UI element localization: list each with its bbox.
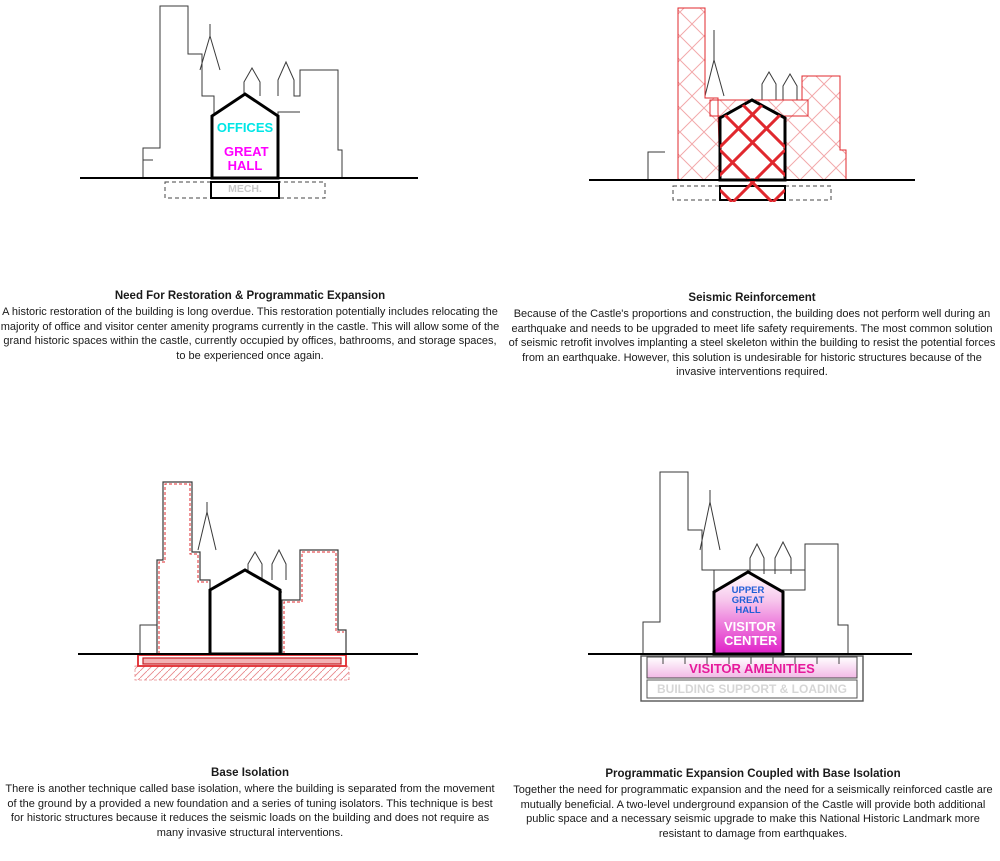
castle-diagram-expansion xyxy=(588,471,912,702)
castle-diagram-base-isolation xyxy=(78,481,418,681)
caption-restoration: Need For Restoration & Programmatic Expa… xyxy=(0,290,500,363)
isolator-columns xyxy=(662,657,840,664)
right-tower-outline xyxy=(277,60,343,178)
left-annex-outline xyxy=(647,151,665,180)
middle-spire-outline xyxy=(749,542,765,574)
visitor-center-label: VISITOR CENTER xyxy=(724,619,778,648)
building-support-level xyxy=(646,679,858,699)
middle-spire-outline xyxy=(247,551,263,580)
left-spire-outline xyxy=(199,24,221,71)
caption-title: Programmatic Expansion Coupled with Base… xyxy=(605,768,901,780)
left-spire-outline xyxy=(704,30,725,97)
left-spire-outline xyxy=(699,490,721,551)
right-tower-red-trace xyxy=(283,551,344,654)
building-support-label: BUILDING SUPPORT & LOADING xyxy=(656,682,847,696)
mech-box xyxy=(210,181,280,199)
great-hall-label: GREAT HALL xyxy=(224,144,269,173)
right-tower-outline xyxy=(702,543,849,654)
caption-body: There is another technique called base i… xyxy=(5,783,495,839)
isolated-foundation-hatch xyxy=(134,665,350,681)
panel-restoration: OFFICES GREAT HALL MECH. Need For Restor… xyxy=(0,0,500,380)
right-spire-outline xyxy=(782,73,798,100)
caption-seismic-reinforcement: Seismic Reinforcement Because of the Cas… xyxy=(506,292,998,380)
small-annex-outline xyxy=(142,159,153,178)
caption-body: Because of the Castle's proportions and … xyxy=(508,308,996,378)
castle-diagram-restoration xyxy=(80,5,418,199)
left-tower-outline xyxy=(142,5,215,178)
left-spire-outline xyxy=(197,502,217,551)
caption-title: Base Isolation xyxy=(211,767,289,779)
caption-programmatic-expansion: Programmatic Expansion Coupled with Base… xyxy=(506,768,1000,841)
offices-label: OFFICES xyxy=(216,120,274,135)
caption-title: Need For Restoration & Programmatic Expa… xyxy=(114,290,386,302)
middle-spire-outline xyxy=(243,66,261,96)
caption-body: A historic restoration of the building i… xyxy=(0,306,500,362)
mech-box xyxy=(719,185,786,201)
right-tower-reinforced xyxy=(781,75,847,181)
great-hall-outline xyxy=(208,568,282,656)
left-tower-outline xyxy=(642,471,715,654)
panel-programmatic-expansion: UPPER GREAT HALL VISITOR CENTER VISITOR … xyxy=(500,440,1000,861)
caption-base-isolation: Base Isolation There is another techniqu… xyxy=(0,767,500,840)
mech-label: MECH. xyxy=(228,183,262,195)
right-spire-outline xyxy=(774,540,792,574)
visitor-amenities-level xyxy=(646,656,858,679)
middle-spire-outline xyxy=(761,71,777,100)
visitor-amenities-label: VISITOR AMENITIES xyxy=(689,661,815,676)
expansion-enclosure xyxy=(640,655,864,702)
right-spire-outline xyxy=(271,548,287,580)
left-tower-red-trace xyxy=(158,483,208,654)
left-annex-outline xyxy=(139,624,157,654)
panel-seismic-reinforcement: Seismic Reinforcement Because of the Cas… xyxy=(500,0,1000,400)
caption-body: Together the need for programmatic expan… xyxy=(513,784,993,840)
right-tower-outline xyxy=(281,549,347,654)
panel-base-isolation: Base Isolation There is another techniqu… xyxy=(0,440,500,861)
castle-diagram-seismic xyxy=(589,7,915,202)
steel-skeleton-bracing xyxy=(720,100,785,202)
caption-title: Seismic Reinforcement xyxy=(688,292,816,304)
upper-great-hall-label: UPPER GREAT HALL xyxy=(731,585,765,616)
great-hall-outline xyxy=(718,98,787,182)
isolation-foundation-inner xyxy=(142,657,342,665)
